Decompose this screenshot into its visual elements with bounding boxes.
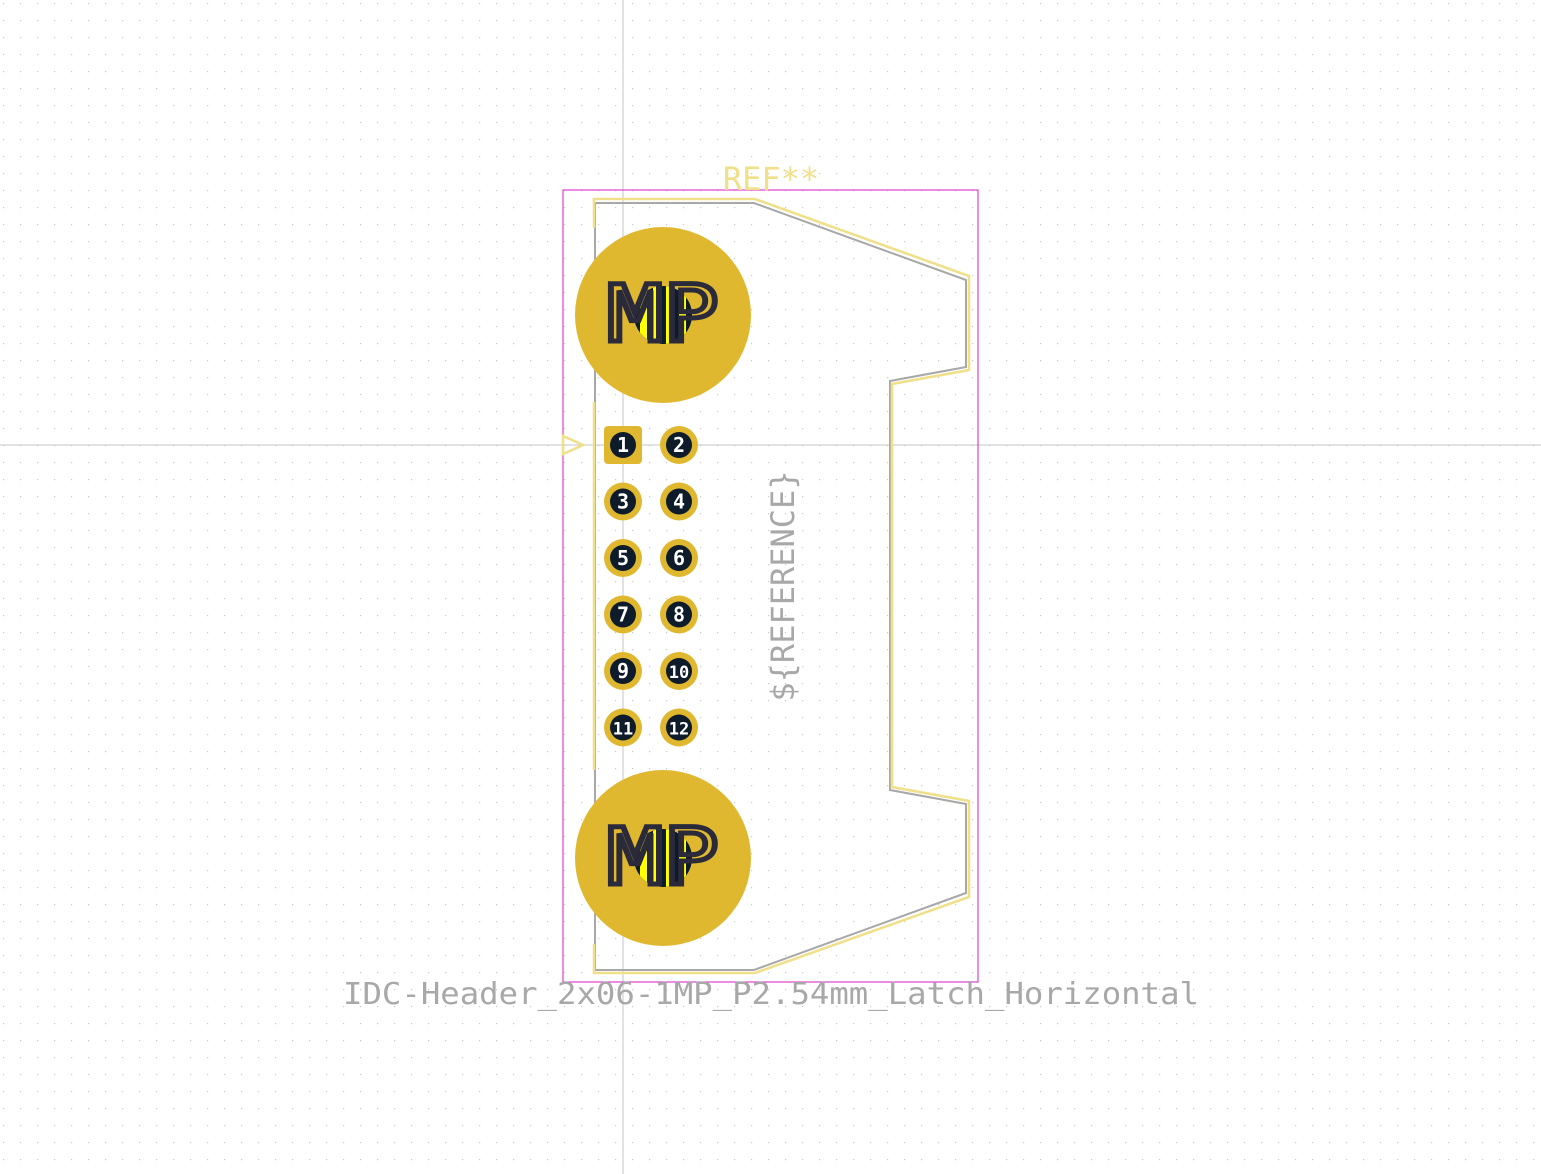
pad-9-drill — [610, 658, 636, 684]
pad-7[interactable]: 7 — [604, 595, 642, 634]
pad-11-drill — [610, 714, 636, 741]
pad-3-number: 3 — [617, 490, 629, 514]
reference-field-text[interactable]: ${REFERENCE} — [764, 470, 802, 701]
pad-7-drill — [610, 601, 636, 628]
pad-8-drill — [666, 601, 692, 628]
pad-4-drill — [666, 488, 692, 515]
footprint-value[interactable]: IDC-Header_2x06-1MP_P2.54mm_Latch_Horizo… — [343, 977, 1199, 1012]
mounting-pad-top[interactable]: MP — [575, 227, 751, 403]
pad-5-drill — [610, 545, 636, 571]
mounting-pad-bottom-drill — [634, 829, 692, 887]
pad-10[interactable]: 10 — [660, 652, 698, 690]
pad-6-drill — [666, 545, 692, 571]
pad-11[interactable]: 11 — [604, 708, 642, 747]
mounting-pad-top-drill-stripes — [640, 286, 686, 344]
pad-12-drill — [666, 714, 692, 741]
mounting-pad-top-label: MP — [607, 270, 719, 360]
pad-6[interactable]: 6 — [660, 539, 698, 577]
courtyard-outline[interactable] — [562, 189, 979, 983]
pad-1[interactable]: 1 — [604, 426, 642, 464]
pad-8[interactable]: 8 — [660, 595, 698, 634]
pad-12-number: 12 — [669, 720, 689, 740]
pad-4[interactable]: 4 — [660, 482, 698, 521]
pad-7-number: 7 — [617, 603, 629, 627]
pin1-marker-triangle — [561, 433, 587, 457]
pad-4-number: 4 — [673, 490, 685, 514]
silkscreen-outline[interactable] — [592, 197, 971, 975]
reference-designator[interactable]: REF** — [723, 160, 819, 198]
pad-1-number: 1 — [617, 433, 629, 457]
mounting-pad-bottom[interactable]: MP — [575, 770, 751, 946]
pad-10-drill — [666, 658, 692, 684]
pad-6-number: 6 — [673, 546, 685, 570]
pad-9[interactable]: 9 — [604, 652, 642, 690]
pad-1-drill — [610, 432, 636, 458]
pad-12[interactable]: 12 — [660, 708, 698, 747]
pad-3-drill — [610, 488, 636, 515]
mounting-pad-bottom-drill-stripes — [640, 829, 686, 887]
pad-10-number: 10 — [669, 663, 689, 683]
pad-11-number: 11 — [613, 720, 633, 740]
pad-3[interactable]: 3 — [604, 482, 642, 521]
pad-2-number: 2 — [673, 433, 685, 457]
pad-5-number: 5 — [617, 546, 629, 570]
mounting-pad-top-drill — [634, 286, 692, 344]
pad-9-number: 9 — [617, 659, 629, 683]
pad-8-number: 8 — [673, 603, 685, 627]
fab-outline[interactable] — [594, 202, 967, 971]
pad-2-drill — [666, 432, 692, 458]
mounting-pad-bottom-label: MP — [607, 813, 719, 903]
pad-2[interactable]: 2 — [660, 426, 698, 464]
pad-5[interactable]: 5 — [604, 539, 642, 577]
